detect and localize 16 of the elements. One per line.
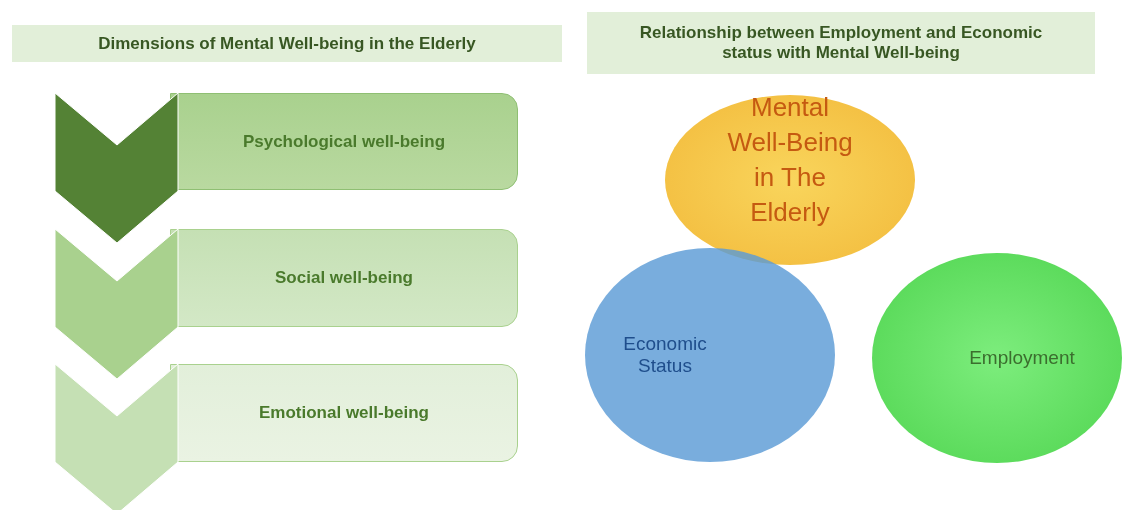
circle-label: Employment — [969, 347, 1075, 369]
circle-label: Mental Well-Being in The Elderly — [726, 90, 854, 230]
box-label: Psychological well-being — [242, 131, 446, 152]
heading-text: Relationship between Employment and Economic status with Mental Well-being — [638, 23, 1044, 63]
heading-text: Dimensions of Mental Well-being in the Elderly — [98, 33, 476, 54]
box-label: Social well-being — [275, 268, 413, 288]
chevron-shape — [54, 363, 179, 510]
heading-band — [587, 12, 1095, 74]
chevron-shape — [54, 228, 179, 380]
list-box — [170, 229, 518, 327]
heading-band — [12, 25, 562, 62]
box-label: Emotional well-being — [259, 403, 429, 423]
chevron-shape — [54, 92, 179, 244]
list-box — [170, 93, 518, 190]
circle-label: Economic Status — [623, 333, 707, 377]
list-box — [170, 364, 518, 462]
